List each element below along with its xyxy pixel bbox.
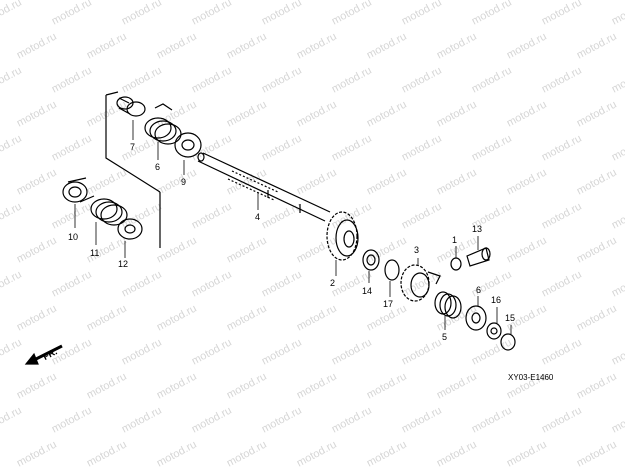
group-bracket <box>105 91 161 248</box>
part-label-4: 4 <box>255 212 260 222</box>
part-label-6: 6 <box>476 285 481 295</box>
part-label-9: 9 <box>181 177 186 187</box>
part-14-washer <box>362 249 380 271</box>
part-label-2: 2 <box>330 278 335 288</box>
part-label-1: 1 <box>452 235 457 245</box>
part-8-collar <box>116 96 146 117</box>
part-label-14: 14 <box>362 286 372 296</box>
part-11-return-spring <box>90 198 128 226</box>
part-16-washer <box>486 322 502 340</box>
part-label-8: 7 <box>130 142 135 152</box>
part-6-washer <box>465 305 487 331</box>
front-direction-arrow <box>24 344 63 365</box>
part-label-7: 6 <box>155 162 160 172</box>
part-label-13: 13 <box>472 224 482 234</box>
part-label-17: 17 <box>383 299 393 309</box>
part-label-16: 16 <box>491 295 501 305</box>
diagram-code: XY03-E1460 <box>508 373 554 382</box>
part-10-collar <box>62 177 95 203</box>
part-label-5: 5 <box>442 332 447 342</box>
part-label-3: 3 <box>414 245 419 255</box>
part-label-12: 12 <box>118 259 128 269</box>
part-17-circlip <box>384 259 400 281</box>
part-5-ratchet-spring <box>434 291 462 319</box>
part-12-washer <box>117 218 143 240</box>
part-13-bolt <box>466 247 491 267</box>
part-3-ratchet <box>400 264 441 302</box>
part-15-circlip <box>500 333 516 351</box>
part-label-11: 11 <box>90 248 99 258</box>
part-label-10: 10 <box>68 232 78 242</box>
part-9-washer <box>174 132 202 158</box>
part-4-spindle-shaft <box>197 152 331 222</box>
part-label-15: 15 <box>505 313 515 323</box>
part-2-driven-gear <box>326 211 359 261</box>
part-1-pin-spring <box>450 257 462 271</box>
part-7-return-spring <box>144 103 182 145</box>
